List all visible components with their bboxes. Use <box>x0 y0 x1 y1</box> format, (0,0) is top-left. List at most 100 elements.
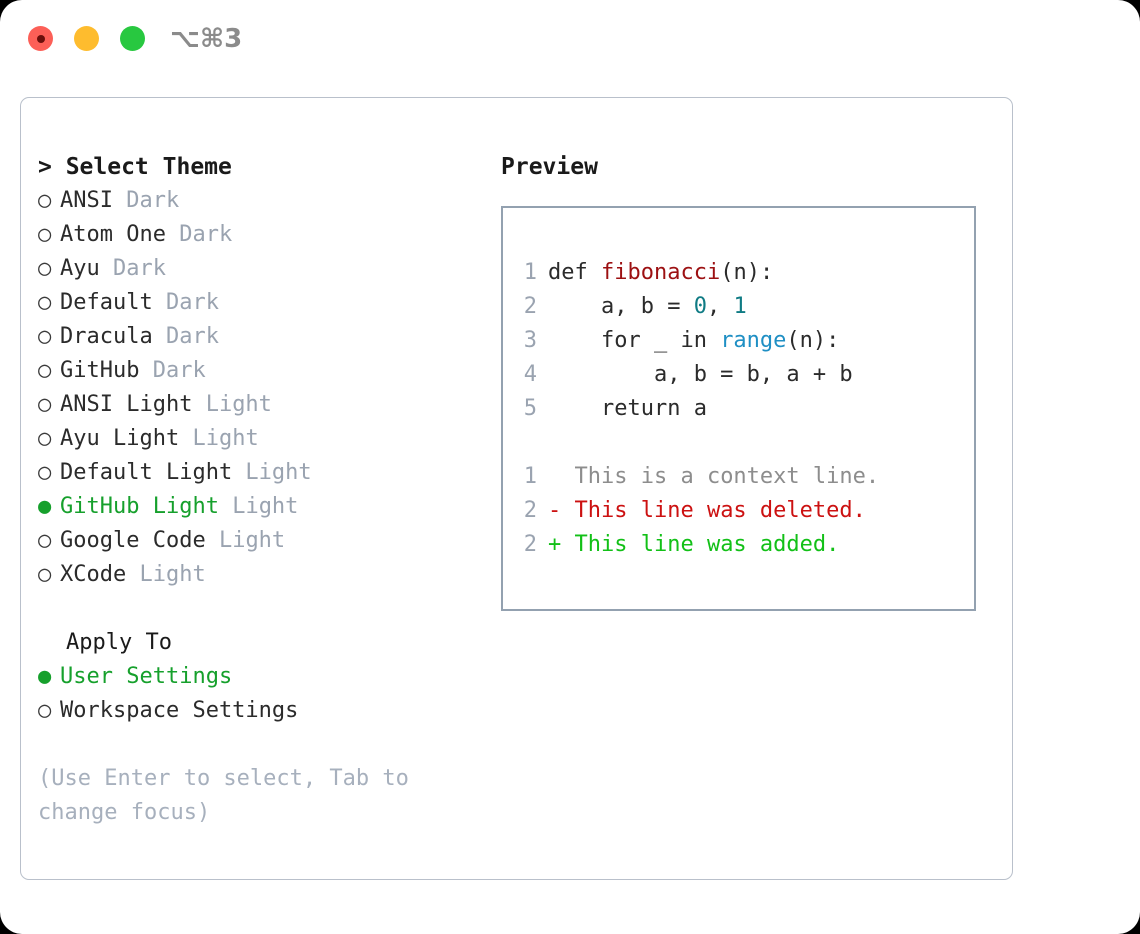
window-controls <box>28 26 145 51</box>
code-token: for _ in <box>548 328 721 353</box>
code-token: , <box>706 294 734 319</box>
code-token: def <box>548 260 601 285</box>
diff-line-add: 2 + This line was added. <box>513 528 879 562</box>
radio-unselected-icon: ○ <box>38 358 52 383</box>
minimize-button[interactable] <box>74 26 99 51</box>
theme-picker-column: > Select Theme ○ANSI Dark○Atom One Dark○… <box>38 150 478 830</box>
radio-unselected-icon: ○ <box>38 222 52 247</box>
diff-text: This line was deleted. <box>561 498 866 523</box>
radio-unselected-icon: ○ <box>38 392 52 417</box>
line-number: 2 <box>523 498 537 523</box>
theme-option-variant: Dark <box>165 222 233 247</box>
apply-to-option-workspace-settings[interactable]: ○ Workspace Settings <box>38 694 478 728</box>
keyboard-shortcut-label: ⌥⌘3 <box>170 24 243 54</box>
theme-option-label: Google Code <box>60 528 206 553</box>
select-theme-heading: > Select Theme <box>38 154 232 180</box>
theme-option-github[interactable]: ○ GitHub Dark <box>38 354 478 388</box>
line-number: 4 <box>523 362 537 387</box>
theme-option-default[interactable]: ○Default Dark <box>38 286 478 320</box>
theme-option-atom-one[interactable]: ○ Atom One Dark <box>38 218 478 252</box>
code-token: range <box>720 328 787 353</box>
theme-option-label: GitHub Light <box>60 494 219 519</box>
theme-option-variant: Light <box>205 528 286 553</box>
line-number: 1 <box>523 464 537 489</box>
line-number: 5 <box>523 396 537 421</box>
preview-heading: Preview <box>501 154 598 180</box>
diff-text: This is a context line. <box>561 464 880 489</box>
theme-option-xcode[interactable]: ○ XCode Light <box>38 558 478 592</box>
theme-option-variant: Light <box>192 392 272 417</box>
theme-option-variant: Dark <box>99 256 166 281</box>
code-line: 3 for _ in range(n): <box>513 324 879 358</box>
theme-option-github-light[interactable]: ● GitHub Light Light <box>38 490 478 524</box>
apply-to-heading: Apply To <box>66 630 172 655</box>
close-button[interactable] <box>28 26 53 51</box>
theme-option-variant: Light <box>232 460 312 485</box>
radio-selected-icon: ● <box>38 664 52 689</box>
diff-text: This line was added. <box>561 532 840 557</box>
radio-unselected-icon: ○ <box>38 324 52 349</box>
code-token: fibonacci <box>600 260 721 285</box>
theme-option-variant: Dark <box>152 324 219 349</box>
diff-marker <box>548 464 561 489</box>
apply-to-option-user-settings[interactable]: ● User Settings <box>38 660 478 694</box>
zoom-button[interactable] <box>120 26 145 51</box>
diff-marker: + <box>548 532 562 557</box>
apply-to-option-label: User Settings <box>60 664 233 689</box>
theme-option-label: Dracula <box>60 324 153 349</box>
theme-option-ayu-light[interactable]: ○Ayu Light Light <box>38 422 478 456</box>
code-line: 2 a, b = 0, 1 <box>513 290 879 324</box>
radio-unselected-icon: ○ <box>38 188 52 213</box>
line-number: 2 <box>523 532 537 557</box>
line-number: 3 <box>523 328 537 353</box>
theme-option-label: XCode <box>60 562 127 587</box>
code-line: 5 return a <box>513 392 879 426</box>
theme-option-ansi-light[interactable]: ○ ANSI Light Light <box>38 388 478 422</box>
theme-option-list: ○ANSI Dark○Atom One Dark○Ayu Dark○Defaul… <box>38 184 478 592</box>
theme-option-variant: Dark <box>112 188 180 213</box>
list-spacer <box>38 592 478 626</box>
diff-marker: - <box>548 498 562 523</box>
theme-option-variant: Dark <box>139 358 206 383</box>
theme-option-label: Default Light <box>60 460 233 485</box>
theme-option-label: GitHub <box>60 358 140 383</box>
theme-option-variant: Dark <box>152 290 219 315</box>
code-line: 4 a, b = b, a + b <box>513 358 879 392</box>
theme-option-default-light[interactable]: ○Default Light Light <box>38 456 478 490</box>
radio-unselected-icon: ○ <box>38 562 52 587</box>
code-token: 0 <box>693 294 707 319</box>
title-bar: ⌥⌘3 <box>0 0 1140 78</box>
radio-unselected-icon: ○ <box>38 698 52 723</box>
theme-option-label: Atom One <box>60 222 166 247</box>
line-number: 1 <box>523 260 537 285</box>
code-token: (n): <box>720 260 774 285</box>
theme-option-label: ANSI Light <box>60 392 193 417</box>
theme-option-dracula[interactable]: ○ Dracula Dark <box>38 320 478 354</box>
theme-option-label: Ayu <box>60 256 100 281</box>
radio-unselected-icon: ○ <box>38 528 52 553</box>
apply-to-option-label: Workspace Settings <box>60 698 299 723</box>
diff-line-del: 2- This line was deleted. <box>513 494 879 528</box>
code-token: 1 <box>733 294 747 319</box>
code-line: 1 def fibonacci(n): <box>513 256 879 290</box>
content-panel: > Select Theme ○ANSI Dark○Atom One Dark○… <box>20 97 1013 880</box>
theme-option-label: Ayu Light <box>60 426 180 451</box>
radio-unselected-icon: ○ <box>38 426 52 451</box>
keyboard-hint-text: (Use Enter to select, Tab to change focu… <box>38 766 409 825</box>
radio-selected-icon: ● <box>38 494 52 519</box>
theme-option-variant: Light <box>218 494 299 519</box>
apply-to-option-list: ● User Settings ○ Workspace Settings <box>38 660 478 728</box>
code-token: return a <box>548 396 707 421</box>
theme-option-variant: Light <box>126 562 206 587</box>
code-token: (n): <box>786 328 840 353</box>
theme-option-google-code[interactable]: ○ Google Code Light <box>38 524 478 558</box>
theme-option-label: ANSI <box>60 188 113 213</box>
theme-option-ansi[interactable]: ○ ANSI Dark <box>38 184 478 218</box>
diff-line-ctx: 1 This is a context line. <box>513 460 879 494</box>
line-number: 2 <box>523 294 537 319</box>
theme-option-ayu[interactable]: ○Ayu Dark <box>38 252 478 286</box>
